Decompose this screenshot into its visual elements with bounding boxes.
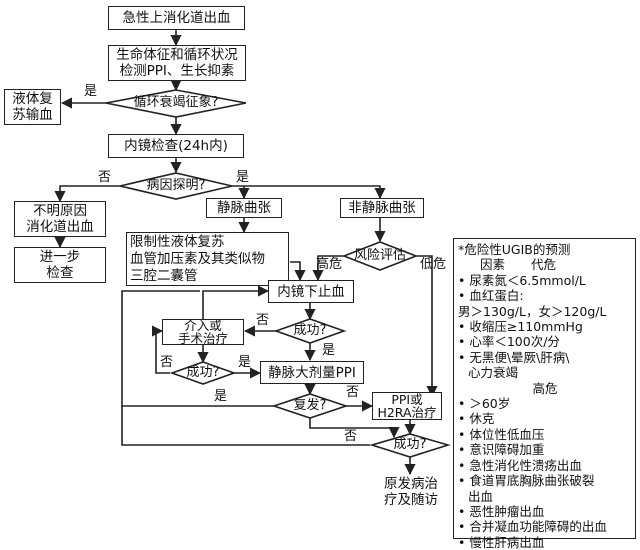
success3-diamond [369, 433, 451, 458]
vasopressor-box: 限制性液体复苏 血管加压素及其类似物 三腔二囊管 [126, 232, 289, 286]
ppi-h2ra-box: PPI或 H2RA治疗 [372, 392, 442, 420]
circulatory-question: 循环衰竭征象? [133, 95, 219, 110]
monitor-line1: 生命体征和循环状况 [116, 47, 238, 63]
endo-hemostasis-box: 内镜下止血 [268, 280, 354, 303]
risk-question: 风险评估 [353, 248, 406, 263]
endoscopy-box: 内镜检查(24h内) [108, 134, 244, 158]
unknown-box: 不明原因 消化道出血 [14, 201, 106, 237]
panel-low-item: • 无黑便\晕厥\肝病\ [458, 349, 570, 365]
label-yes-circulatory: 是 [84, 84, 98, 99]
success3-question: 成功? [393, 437, 427, 452]
panel-high-item: • 合并凝血功能障碍的出血 [458, 519, 607, 535]
panel-high-item: • 恶性肿瘤出血 [458, 503, 545, 519]
panel-title: *危险性UGIB的预测 [458, 242, 571, 257]
label-no-cause: 否 [98, 170, 112, 185]
label-yes-success2: 是 [238, 355, 252, 370]
panel-high-item: • ＞60岁 [458, 396, 511, 412]
panel-high-item: 出血 [468, 488, 494, 504]
panel-high-item: • 食道胃底胸脉曲张破裂 [458, 473, 595, 489]
label-no-success3: 否 [344, 429, 358, 444]
panel-low-item: 心力衰竭 [468, 365, 519, 381]
panel-high-heading: 高危 [532, 380, 558, 396]
label-high-risk: 高危 [316, 257, 343, 272]
panel-subheader: 因素 代危 [458, 257, 632, 272]
panel-low-item: • 血红蛋白: [458, 288, 524, 304]
panel-factor-label: 因素 [480, 257, 506, 273]
panel-high-item: • 急性消化性溃疡出血 [458, 457, 582, 473]
rebleed-diamond [271, 393, 349, 419]
monitor-line2: 检测PPI、生长抑素 [119, 63, 235, 79]
success2-diamond [169, 361, 237, 385]
final-text: 原发病治 疗及随访 [384, 476, 438, 508]
label-no-rebleed: 否 [346, 385, 360, 400]
panel-hemoglobin-detail: 男＞130g/L，女＞120g/L [458, 303, 607, 319]
success1-diamond [273, 318, 347, 344]
monitor-box: 生命体征和循环状况 检测PPI、生长抑素 [108, 45, 246, 81]
panel-high-item: • 休克 [458, 411, 495, 427]
panel-high-item: • 意识障碍加重 [458, 442, 545, 458]
intervention-box: 介入或 手术治疗 [162, 319, 244, 345]
panel-low-item: • 尿素氮＜6.5mmol/L [458, 272, 586, 288]
risk-diamond [341, 241, 419, 271]
panel-low-item: • 收缩压≥110mmHg [458, 319, 583, 335]
ppi-high-box: 静脉大剂量PPI [260, 361, 364, 384]
non-varices-box: 非静脉曲张 [340, 198, 424, 218]
success2-question: 成功? [186, 365, 220, 380]
panel-high-item: • 慢性肝病出血 [458, 534, 545, 550]
fluid-box: 液体复 苏输血 [4, 89, 61, 125]
panel-high-item: • 体位性低血压 [458, 426, 545, 442]
panel-low-item: • 心率＜100次/分 [458, 334, 560, 350]
start-box: 急性上消化道出血 [108, 6, 245, 30]
start-text: 急性上消化道出血 [122, 10, 231, 26]
circulatory-diamond [105, 89, 247, 118]
label-yes-rebleed: 是 [214, 389, 228, 404]
endoscopy-text: 内镜检查(24h内) [124, 138, 228, 154]
label-no-success2: 否 [160, 355, 174, 370]
panel-low-heading: 代危 [531, 257, 557, 273]
label-yes-success1: 是 [322, 343, 336, 358]
success1-question: 成功? [293, 323, 327, 338]
risk-factor-panel: *危险性UGIB的预测 因素 代危 • 尿素氮＜6.5mmol/L • 血红蛋白… [453, 238, 636, 550]
label-yes-cause: 是 [236, 170, 250, 185]
cause-diamond [119, 172, 233, 200]
varices-box: 静脉曲张 [206, 198, 282, 218]
label-no-success1: 否 [256, 313, 270, 328]
cause-question: 病因探明? [146, 178, 206, 193]
further-box: 进一步 检查 [14, 247, 106, 283]
label-low-risk: 低危 [420, 257, 447, 272]
rebleed-question: 复发? [293, 398, 327, 413]
